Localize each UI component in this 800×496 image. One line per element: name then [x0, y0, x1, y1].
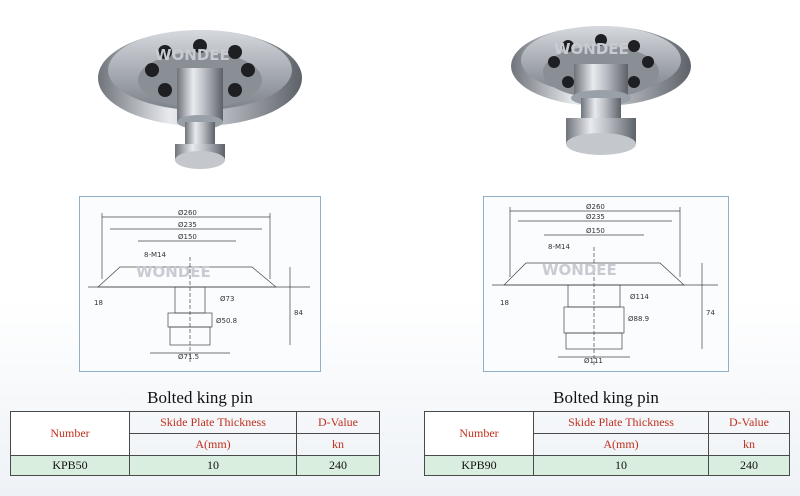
table-row: KPB90 10 240	[424, 455, 790, 476]
thickness-unit: A(mm)	[533, 433, 709, 456]
dvalue-unit: kn	[296, 433, 380, 456]
dim-d4: Ø114	[630, 293, 649, 301]
thickness-unit: A(mm)	[129, 433, 297, 456]
dim-d4: Ø73	[220, 295, 234, 303]
dim-d6: Ø71.5	[178, 353, 199, 361]
king-pin-photo-kpb90: WONDEE	[511, 26, 691, 155]
spec-table-kpb90: Number Skide Plate Thickness D-Value A(m…	[424, 411, 790, 476]
thickness-cell: 10	[533, 455, 709, 476]
watermark-text: WONDEE	[554, 40, 629, 58]
thickness-cell: 10	[129, 455, 297, 476]
spec-table-kpb50: Number Skide Plate Thickness D-Value A(m…	[10, 411, 380, 476]
caption-kpb90: Bolted king pin	[553, 388, 659, 407]
watermark-text: WONDEE	[155, 46, 230, 64]
dim-d3: Ø150	[178, 233, 197, 241]
thickness-header: Skide Plate Thickness	[533, 411, 709, 434]
dim-angle: 18	[94, 299, 103, 307]
dim-bolts: 8-M14	[548, 243, 570, 251]
dim-bolts: 8-M14	[144, 251, 166, 259]
dim-height: 74	[706, 309, 715, 317]
dim-d6: Ø111	[584, 357, 603, 365]
table-row: KPB50 10 240	[10, 455, 380, 476]
dim-d3: Ø150	[586, 227, 605, 235]
dvalue-cell: 240	[296, 455, 380, 476]
number-header: Number	[10, 411, 130, 456]
dvalue-header: D-Value	[708, 411, 790, 434]
king-pin-photo-kpb50: WONDEE	[98, 30, 302, 169]
svg-text:WONDEE: WONDEE	[542, 261, 617, 279]
svg-text:WONDEE: WONDEE	[136, 263, 211, 281]
model-cell: KPB50	[10, 455, 130, 476]
number-header: Number	[424, 411, 534, 456]
caption-kpb50: Bolted king pin	[147, 388, 253, 407]
model-cell: KPB90	[424, 455, 534, 476]
dvalue-unit: kn	[708, 433, 790, 456]
dim-d1: Ø260	[586, 203, 605, 211]
dvalue-cell: 240	[708, 455, 790, 476]
technical-drawing-kpb50: WONDEE Ø260 Ø235 Ø150 8-M14 Ø73 Ø50.8 Ø7…	[79, 196, 321, 372]
dvalue-header: D-Value	[296, 411, 380, 434]
dim-d2: Ø235	[178, 221, 197, 229]
dim-d5: Ø88.9	[628, 315, 649, 323]
dim-height: 84	[294, 309, 303, 317]
thickness-header: Skide Plate Thickness	[129, 411, 297, 434]
drawing-svg: WONDEE Ø260 Ø235 Ø150 8-M14 Ø114 Ø88.9 Ø…	[492, 203, 718, 365]
dim-d1: Ø260	[178, 209, 197, 217]
technical-drawing-kpb90: WONDEE Ø260 Ø235 Ø150 8-M14 Ø114 Ø88.9 Ø…	[483, 196, 729, 372]
dim-angle: 18	[500, 299, 509, 307]
dim-d2: Ø235	[586, 213, 605, 221]
dim-d5: Ø50.8	[216, 317, 237, 325]
drawing-svg: WONDEE Ø260 Ø235 Ø150 8-M14 Ø73 Ø50.8 Ø7…	[88, 209, 310, 362]
